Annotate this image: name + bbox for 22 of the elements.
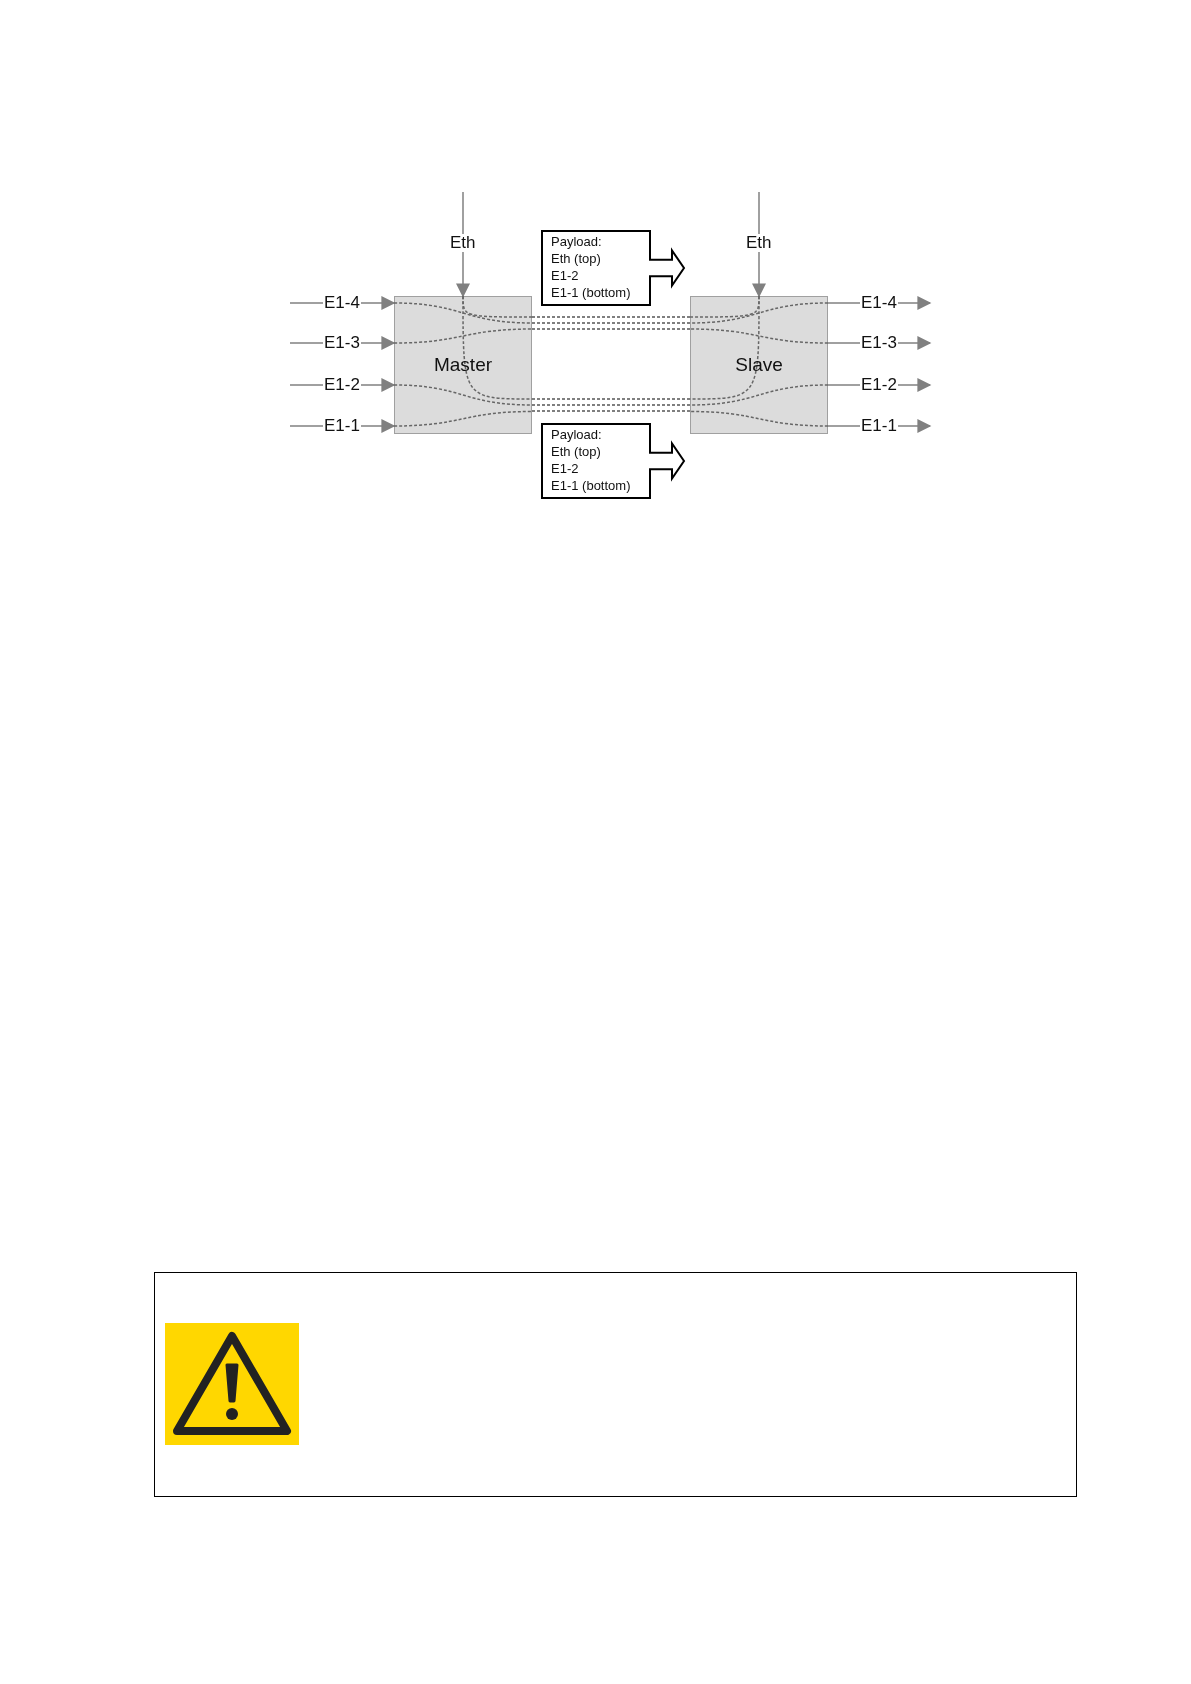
payload-item: E1-1 (bottom) bbox=[551, 285, 631, 301]
dashed-line bbox=[531, 322, 691, 324]
edge-label: Eth bbox=[449, 234, 477, 252]
edge-label: Eth bbox=[745, 234, 773, 252]
device-box bbox=[394, 296, 532, 434]
dashed-line bbox=[531, 398, 691, 400]
payload-callout bbox=[541, 423, 686, 499]
dashed-line bbox=[531, 316, 691, 318]
payload-item: E1-1 (bottom) bbox=[551, 478, 631, 494]
payload-item: Eth (top) bbox=[551, 444, 601, 460]
payload-item: E1-2 bbox=[551, 461, 579, 477]
device-label: Slave bbox=[734, 354, 784, 376]
dashed-line bbox=[531, 404, 691, 406]
dashed-line bbox=[531, 328, 691, 330]
payload-item: Eth (top) bbox=[551, 251, 601, 267]
device-box bbox=[690, 296, 828, 434]
payload-callout bbox=[541, 230, 686, 306]
payload-item: E1-2 bbox=[551, 268, 579, 284]
payload-heading: Payload: bbox=[551, 427, 602, 443]
device-label: Master bbox=[432, 354, 494, 376]
payload-heading: Payload: bbox=[551, 234, 602, 250]
dashed-line bbox=[531, 410, 691, 412]
